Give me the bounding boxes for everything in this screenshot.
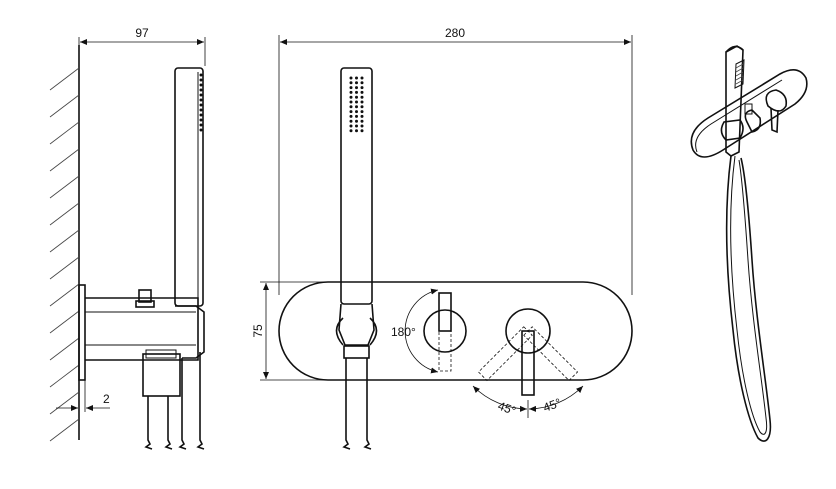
shower-holder-side [175, 305, 205, 359]
hose-side-2 [178, 358, 187, 450]
diverter-lever-ghost [438, 330, 452, 372]
mixer-lever [521, 330, 535, 396]
side-view: 97 2 [49, 26, 206, 450]
perspective-view [690, 45, 808, 442]
wall-plate-front [278, 281, 633, 381]
holder-perspective [720, 119, 744, 141]
hand-shower-front [340, 67, 373, 305]
mixer-lever-ghost-right [523, 326, 579, 382]
angle-label-right: 45° [541, 395, 563, 414]
water-outlet-side [142, 353, 181, 397]
diverter-knob [423, 309, 467, 353]
hose-front [342, 358, 351, 450]
hose-perspective [725, 155, 772, 442]
spray-face-perspective [734, 59, 745, 89]
hose-connector-front [343, 345, 370, 359]
hand-shower-side [174, 67, 204, 307]
mixer-knob [505, 308, 551, 354]
spray-nozzles-side [199, 73, 203, 132]
hose-side [144, 396, 153, 450]
mixer-perspective [765, 89, 788, 112]
dimension-depth-label: 97 [135, 26, 149, 40]
dimension-width-label: 280 [445, 26, 465, 40]
mixer-lever-perspective [770, 107, 779, 134]
rotation-label: 180° [391, 325, 416, 339]
diverter-lever [438, 292, 452, 332]
side-knob [138, 289, 152, 303]
diverter-perspective [744, 109, 762, 133]
angle-arc-left [472, 385, 528, 412]
front-view: 280 75 180° 45° 45° [251, 26, 633, 450]
shower-holder-front [338, 303, 375, 346]
angle-label-left: 45° [496, 399, 518, 418]
wall-plate [78, 284, 86, 381]
dimension-height-label: 75 [251, 324, 265, 338]
wall-plate-perspective [690, 69, 808, 158]
wall-hatching [49, 67, 80, 442]
dimension-gap-label: 2 [103, 392, 110, 406]
spray-nozzles-front [349, 76, 364, 133]
angle-arc-right [528, 385, 584, 412]
rotation-arc [404, 288, 439, 374]
mixer-body-side [85, 297, 199, 361]
